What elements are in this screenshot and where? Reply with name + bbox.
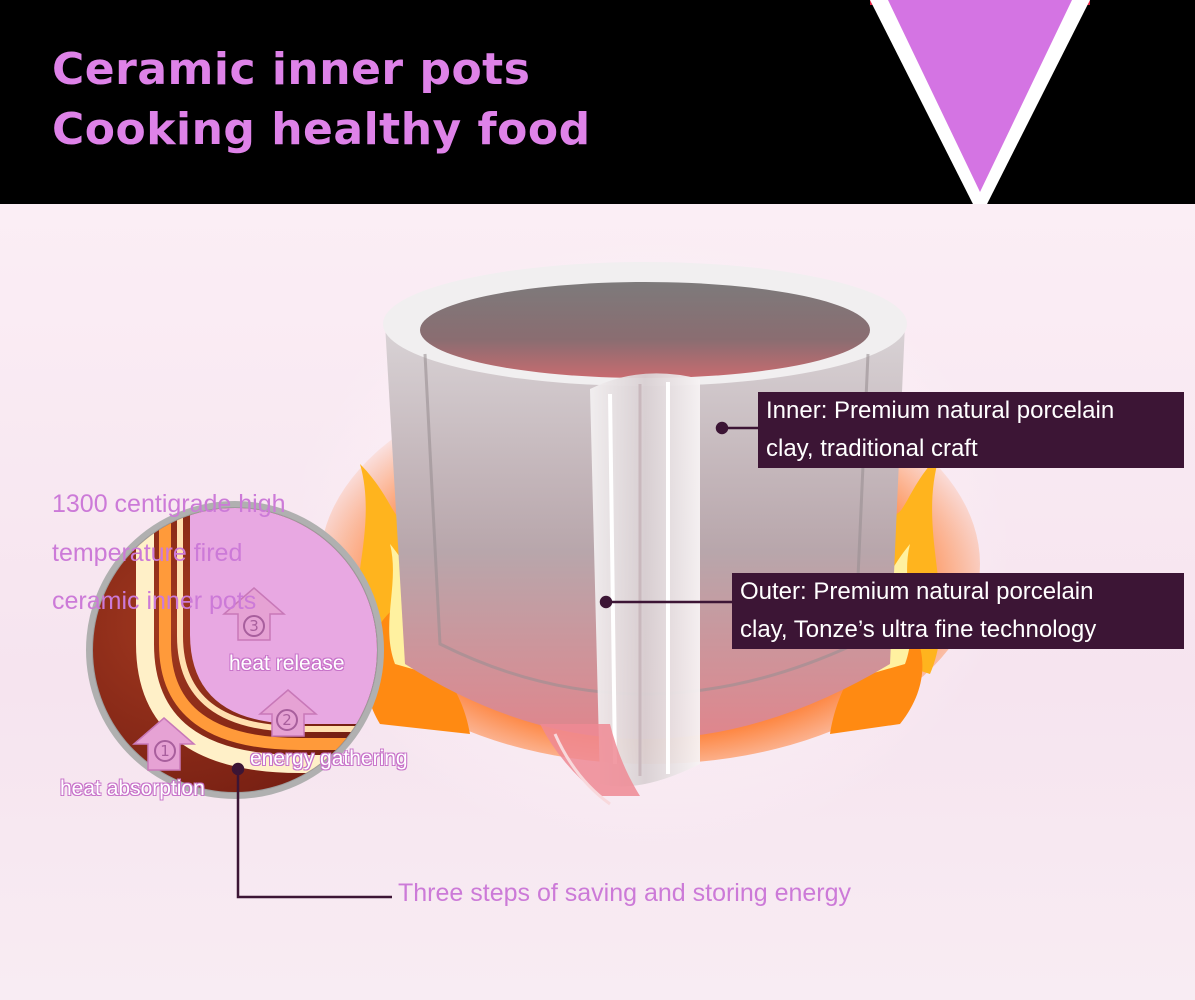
inner-callout-line-1: Inner: Premium natural porcelain [766, 397, 1115, 424]
step-1-label: heat absorption [60, 777, 205, 800]
steps-leader [231, 762, 392, 899]
outer-layer-callout: Outer: Premium natural porcelain clay, T… [732, 573, 1184, 649]
step-2-number: 2 [276, 709, 298, 731]
inner-callout-line-2: clay, traditional craft [766, 435, 978, 462]
step-1-number: 1 [154, 740, 176, 762]
title-line-2: Cooking healthy food [52, 104, 591, 155]
side-text-line-3: ceramic inner pots [52, 587, 257, 615]
steps-summary: Three steps of saving and storing energy [398, 879, 852, 907]
callout-leaders [599, 421, 760, 609]
step-2-label: energy gathering [250, 747, 408, 770]
side-text-line-2: temperature fired [52, 539, 243, 567]
title-line-1: Ceramic inner pots [52, 44, 531, 95]
step-3-number: 3 [243, 615, 265, 637]
inner-layer-callout: Inner: Premium natural porcelain clay, t… [758, 392, 1184, 468]
outer-callout-line-1: Outer: Premium natural porcelain [740, 578, 1094, 605]
step-3-label: heat release [229, 652, 345, 675]
down-triangle-icon [870, 0, 1090, 218]
outer-callout-line-2: clay, Tonze’s ultra fine technology [740, 616, 1097, 643]
side-text-line-1: 1300 centigrade high [52, 490, 286, 518]
